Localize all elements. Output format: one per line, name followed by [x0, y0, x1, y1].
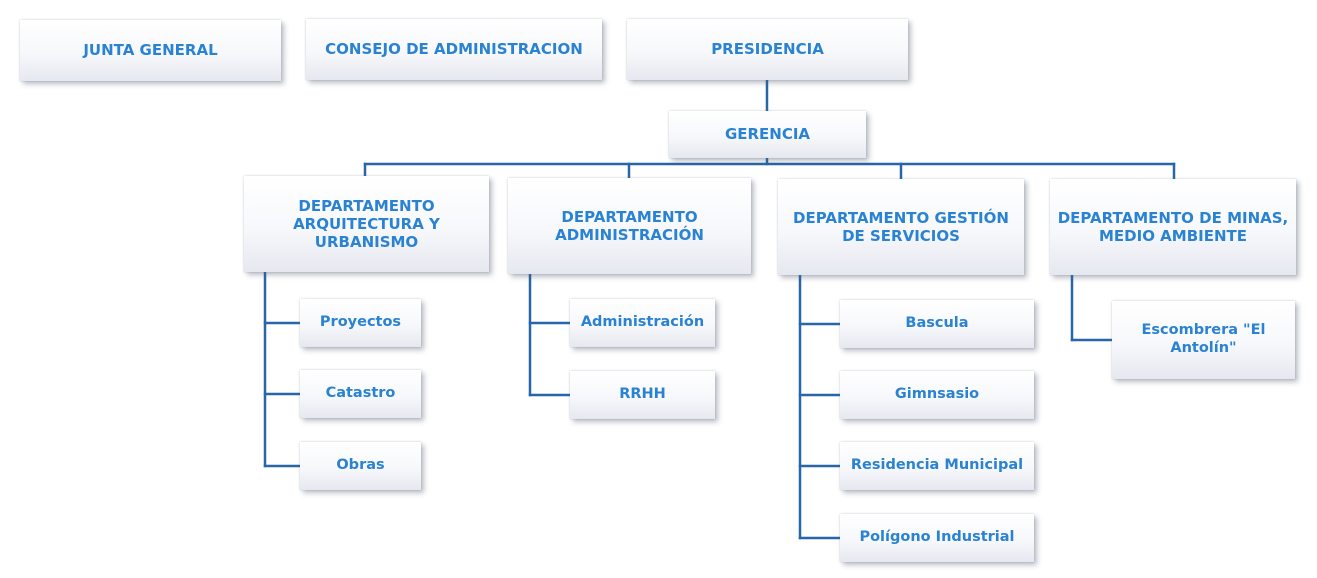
dept-arquitectura-box: DEPARTAMENTO ARQUITECTURA Y URBANISMO — [244, 176, 489, 272]
gerencia-box: GERENCIA — [669, 111, 866, 158]
residencia-box: Residencia Municipal — [840, 442, 1034, 490]
dept-minas-box: DEPARTAMENTO DE MINAS, MEDIO AMBIENTE — [1050, 179, 1296, 275]
consejo-label: CONSEJO DE ADMINISTRACION — [325, 40, 583, 59]
gimnasio-box: Gimnsasio — [840, 371, 1034, 419]
dept-servicios-box: DEPARTAMENTO GESTIÓN DE SERVICIOS — [778, 179, 1024, 275]
proyectos-label: Proyectos — [319, 314, 402, 331]
dept-servicios-label: DEPARTAMENTO GESTIÓN DE SERVICIOS — [793, 208, 1009, 245]
junta-general-box: JUNTA GENERAL — [20, 20, 281, 81]
dept-administracion-label: DEPARTAMENTO ADMINISTRACIÓN — [555, 207, 704, 244]
catastro-box: Catastro — [300, 370, 421, 418]
escombrera-box: Escombrera "El Antolín" — [1112, 301, 1295, 379]
dept-minas-label: DEPARTAMENTO DE MINAS, MEDIO AMBIENTE — [1057, 208, 1289, 245]
rrhh-box: RRHH — [570, 371, 715, 419]
presidencia-label: PRESIDENCIA — [711, 40, 824, 59]
dept-arquitectura-label: DEPARTAMENTO ARQUITECTURA Y URBANISMO — [293, 196, 440, 252]
poligono-box: Polígono Industrial — [840, 514, 1034, 562]
obras-box: Obras — [300, 442, 421, 490]
administracion-label: Administración — [580, 314, 705, 331]
obras-label: Obras — [336, 457, 385, 474]
catastro-label: Catastro — [325, 385, 396, 402]
escombrera-label: Escombrera "El Antolín" — [1141, 322, 1266, 356]
residencia-label: Residencia Municipal — [850, 457, 1024, 474]
rrhh-label: RRHH — [619, 386, 666, 403]
proyectos-box: Proyectos — [300, 299, 421, 347]
consejo-box: CONSEJO DE ADMINISTRACION — [306, 19, 602, 80]
presidencia-box: PRESIDENCIA — [627, 19, 908, 80]
dept-administracion-box: DEPARTAMENTO ADMINISTRACIÓN — [508, 178, 751, 274]
bascula-box: Bascula — [840, 300, 1034, 348]
gerencia-label: GERENCIA — [724, 125, 811, 144]
junta-general-label: JUNTA GENERAL — [83, 41, 218, 60]
bascula-label: Bascula — [905, 315, 969, 332]
poligono-label: Polígono Industrial — [859, 529, 1015, 546]
gimnasio-label: Gimnsasio — [894, 386, 980, 403]
administracion-box: Administración — [570, 299, 715, 347]
